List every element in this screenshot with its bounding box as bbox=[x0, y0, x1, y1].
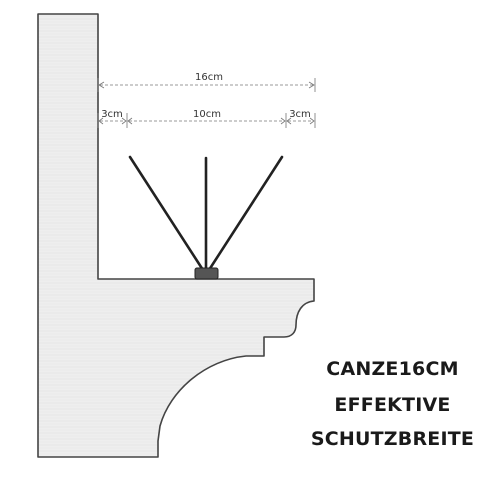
wall-with-ledge-profile bbox=[37, 13, 315, 458]
caption-line-3: SCHUTZBREITE bbox=[310, 428, 475, 450]
bird-spike bbox=[128, 155, 284, 272]
dimension-segments bbox=[97, 113, 316, 128]
spike-right-rod bbox=[207, 155, 284, 272]
dimension-total-label: 16cm bbox=[195, 72, 223, 83]
caption-line-1: CANZE16CM bbox=[326, 358, 459, 380]
spike-left-rod bbox=[128, 155, 205, 272]
dimension-left-label: 3cm bbox=[101, 109, 123, 120]
dimension-right-label: 3cm bbox=[289, 109, 311, 120]
dimension-middle-label: 10cm bbox=[193, 109, 221, 120]
dimension-total bbox=[97, 78, 316, 92]
spike-base bbox=[194, 267, 219, 280]
caption-line-2: EFFEKTIVE bbox=[334, 394, 451, 416]
